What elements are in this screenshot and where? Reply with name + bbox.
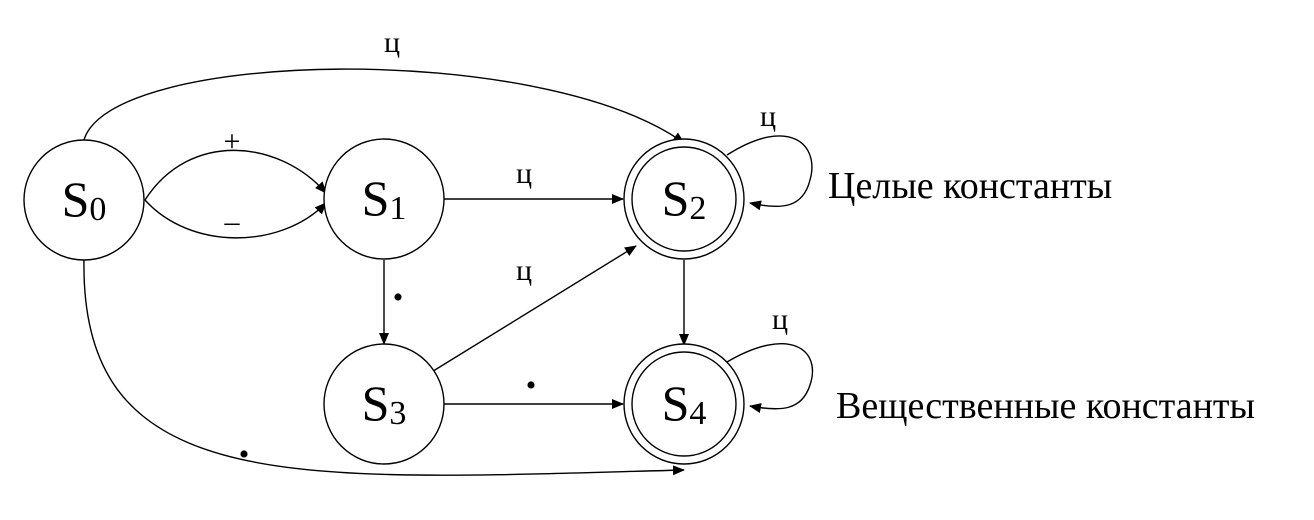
label-plus: + <box>224 125 241 158</box>
state-s0-letter: S <box>62 171 90 227</box>
state-s4-letter: S <box>662 375 690 431</box>
label-loop-s4: ц <box>772 303 788 336</box>
state-s4: S4 <box>623 343 745 465</box>
label-s3-s2: ц <box>516 254 532 287</box>
state-s0: S0 <box>23 139 145 261</box>
state-s2-sub: 2 <box>689 190 706 227</box>
state-s1-sub: 1 <box>389 190 406 227</box>
state-s2-letter: S <box>662 170 690 226</box>
label-minus: – <box>224 205 241 238</box>
state-s1: S1 <box>323 138 445 260</box>
label-s0-s2: ц <box>384 26 400 59</box>
edge-s0-s2 <box>83 68 685 144</box>
edge-s0-s1-minus <box>144 199 327 239</box>
svg-text:S2: S2 <box>662 170 707 227</box>
state-s1-letter: S <box>362 170 390 226</box>
svg-text:S4: S4 <box>662 375 707 432</box>
svg-text:S1: S1 <box>362 170 407 227</box>
loop-s4 <box>726 343 814 413</box>
label-s0-s4: • <box>239 438 250 471</box>
label-s1-s2: ц <box>516 157 532 190</box>
state-s3: S3 <box>323 343 445 465</box>
label-s1-s3: • <box>393 281 404 314</box>
svg-text:S3: S3 <box>362 375 407 432</box>
label-s3-s4: • <box>526 369 537 402</box>
state-s3-sub: 3 <box>389 395 406 432</box>
label-loop-s2: ц <box>760 100 776 133</box>
loop-s2 <box>726 135 813 211</box>
state-s3-letter: S <box>362 375 390 431</box>
state-s2: S2 <box>623 138 745 260</box>
caption-real-constants: Вещественные константы <box>836 385 1255 427</box>
state-s4-sub: 4 <box>689 395 706 432</box>
edge-s0-s1-plus <box>144 149 327 201</box>
edge-s0-s4 <box>83 259 685 476</box>
edge-s3-s2 <box>429 245 637 374</box>
caption-integer-constants: Целые константы <box>828 165 1112 207</box>
svg-text:S0: S0 <box>62 171 107 228</box>
state-s0-sub: 0 <box>89 191 106 228</box>
